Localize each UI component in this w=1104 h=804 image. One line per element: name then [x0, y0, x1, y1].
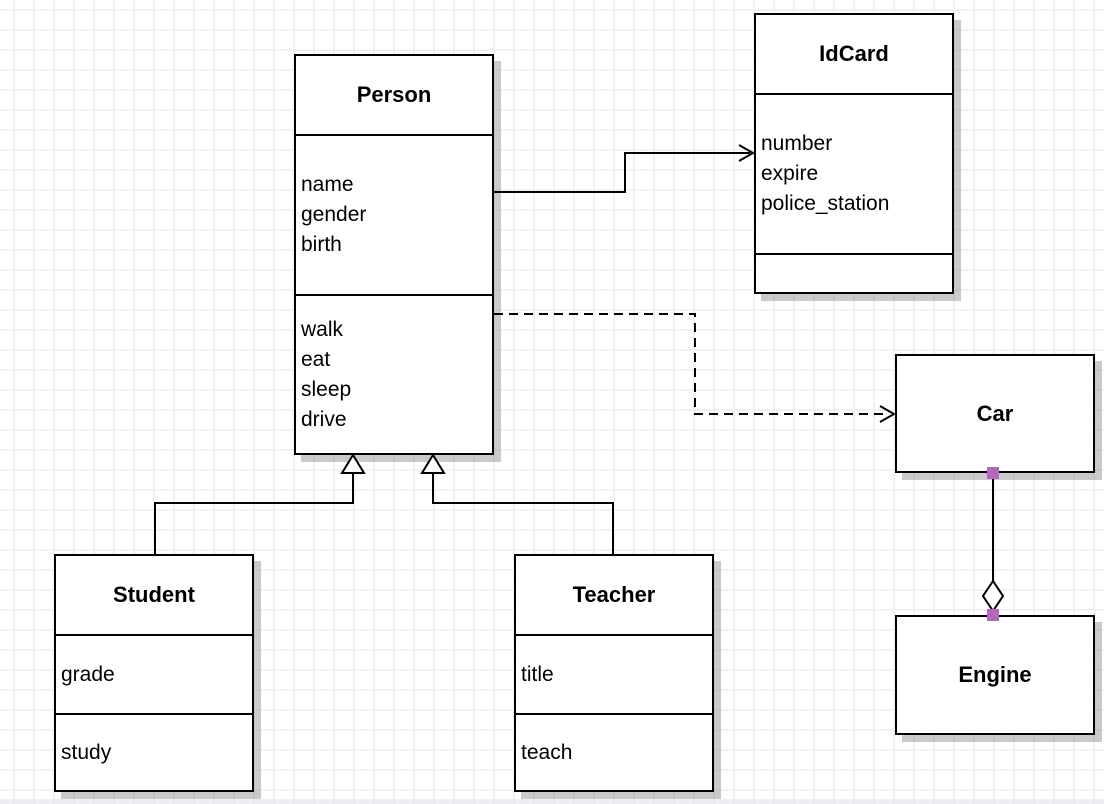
attribute-item: gender — [301, 203, 367, 226]
class-person[interactable]: Person name gender birth walk eat sleep … — [294, 54, 494, 455]
attribute-item: name — [301, 173, 354, 196]
dependency-line[interactable] — [494, 313, 888, 415]
open-arrowhead-icon — [738, 144, 756, 162]
generalization-line[interactable] — [154, 473, 354, 554]
methods-compartment: teach — [516, 713, 712, 790]
edge-aggregation-car-engine[interactable] — [981, 467, 1005, 621]
class-teacher[interactable]: Teacher title teach — [514, 554, 714, 792]
attributes-compartment: name gender birth — [296, 134, 492, 294]
canvas-bottom-edge — [0, 799, 1104, 804]
method-item: walk — [301, 317, 344, 341]
class-title: Teacher — [572, 582, 656, 607]
class-student[interactable]: Student grade study — [54, 554, 254, 792]
method-item: study — [61, 740, 112, 764]
attribute-item: birth — [301, 233, 342, 256]
attributes-compartment: grade — [56, 634, 252, 713]
class-engine[interactable]: Engine — [895, 615, 1095, 735]
class-title: Person — [356, 82, 432, 107]
edge-generalization-student-person[interactable] — [154, 453, 366, 554]
methods-compartment: study — [56, 713, 252, 790]
methods-compartment: walk eat sleep drive — [296, 294, 492, 453]
class-idcard[interactable]: IdCard number expire police_station — [754, 13, 954, 294]
attribute-item: police_station — [761, 192, 890, 215]
method-item: drive — [301, 407, 347, 431]
method-item: teach — [521, 740, 573, 764]
open-arrowhead-icon — [879, 405, 897, 423]
class-title: Student — [113, 582, 195, 607]
attributes-compartment: number expire police_station — [756, 93, 952, 253]
methods-compartment — [756, 253, 952, 292]
class-title: IdCard — [819, 41, 889, 66]
attribute-item: title — [521, 662, 554, 686]
generalization-line[interactable] — [432, 473, 614, 554]
method-item: sleep — [301, 377, 352, 401]
association-line[interactable] — [494, 152, 750, 193]
edge-association-person-idcard[interactable] — [494, 144, 756, 193]
class-title: Engine — [958, 662, 1032, 687]
hollow-triangle-icon — [420, 453, 446, 474]
hollow-triangle-icon — [340, 453, 366, 474]
attributes-compartment: title — [516, 634, 712, 713]
class-car[interactable]: Car — [895, 354, 1095, 473]
attribute-item: number — [761, 132, 833, 155]
edge-generalization-teacher-person[interactable] — [420, 453, 614, 554]
edge-dependency-person-car[interactable] — [494, 313, 897, 423]
method-item: eat — [301, 347, 331, 371]
class-title: Car — [976, 400, 1014, 426]
attribute-item: grade — [61, 662, 115, 686]
hollow-diamond-icon — [981, 579, 1005, 613]
attribute-item: expire — [761, 162, 819, 185]
